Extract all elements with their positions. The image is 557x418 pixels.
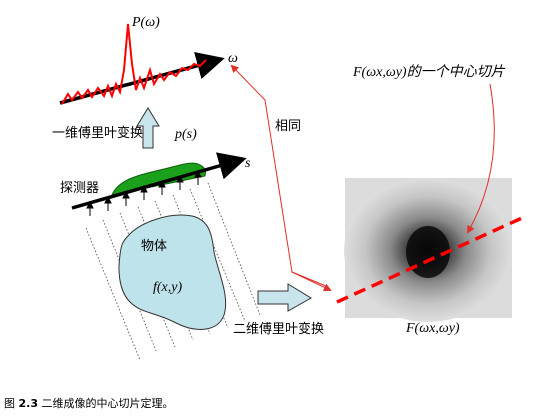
- slice-label: F(ωx,ωy)的一个中心切片: [352, 64, 506, 80]
- object-shape: [118, 214, 227, 330]
- fourier-core: [406, 226, 450, 278]
- figure-caption: 图 2.3 二维成像的中心切片定理。: [4, 395, 174, 411]
- detector-axis: [71, 152, 247, 210]
- caption-prefix: 图: [4, 397, 15, 410]
- projection-label: p(s): [174, 127, 197, 142]
- caption-number: 2.3: [18, 397, 39, 410]
- slice-pointer: [467, 83, 495, 234]
- central-slice-line: [336, 216, 523, 304]
- projection-profile: [111, 162, 206, 196]
- detector-arrows: [86, 169, 202, 216]
- s-axis-label: s: [245, 156, 251, 171]
- up-arrow-icon: [136, 107, 160, 149]
- same-connector: [230, 64, 327, 287]
- transform-2d-label: 二维傅里叶变换: [233, 321, 324, 337]
- object-function-label: f(x,y): [153, 280, 182, 295]
- right-arrow-icon: [257, 283, 312, 312]
- fourier-image-label: F(ωx,ωy): [405, 321, 460, 336]
- transform-1d-label: 一维傅里叶变换: [52, 125, 143, 141]
- caption-text: 二维成像的中心切片定理。: [41, 397, 174, 410]
- spectrum-label: P(ω): [131, 15, 160, 30]
- spectrum-signal: [61, 23, 207, 105]
- detector-label: 探测器: [60, 181, 99, 196]
- same-connector-end: [291, 271, 332, 292]
- object-label: 物体: [141, 239, 167, 254]
- omega-axis-label: ω: [228, 51, 238, 66]
- same-label: 相同: [275, 119, 301, 134]
